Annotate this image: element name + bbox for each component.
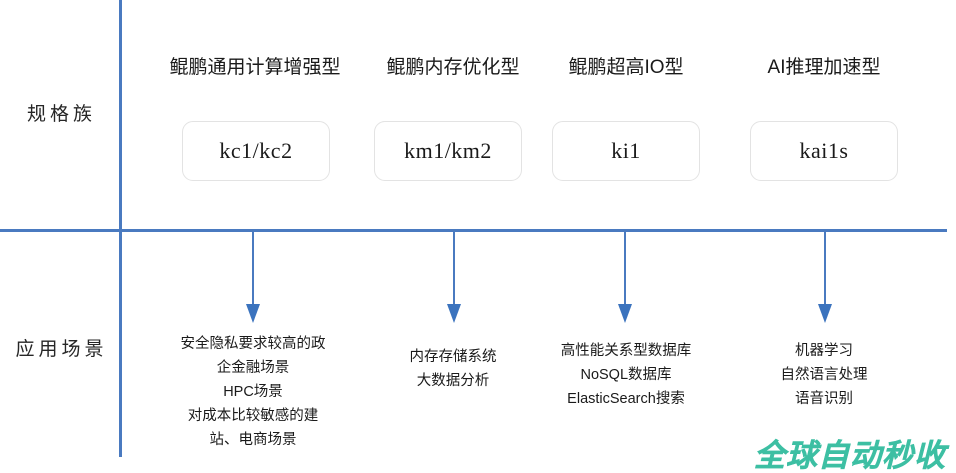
scenario-line: 大数据分析 [416,373,490,389]
scenario-block-2: 内存存储系统 大数据分析 [372,345,534,393]
column-header-1: 鲲鹏通用计算增强型 [169,57,341,78]
spec-box-label-3: ki1 [611,138,641,163]
arrow-shaft-3 [624,231,626,306]
spec-box-label-2: km1/km2 [404,138,492,163]
spec-box-label-1: kc1/kc2 [219,138,293,163]
scenario-line: 对成本比较敏感的建 [187,408,319,424]
row-label-spec-family: 规格族 [26,104,96,125]
column-header-2: 鲲鹏内存优化型 [386,57,520,78]
scenario-line: 企金融场景 [216,360,290,376]
column-header-4: AI推理加速型 [767,57,881,78]
scenario-line: 机器学习 [795,343,853,359]
vertical-divider-line [119,0,122,457]
scenario-line: HPC场景 [223,384,283,400]
arrow-shaft-1 [252,231,254,306]
spec-box-label-4: kai1s [799,138,849,163]
spec-box-3[interactable]: ki1 [552,121,700,181]
scenario-line: 自然语言处理 [780,367,868,383]
spec-box-4[interactable]: kai1s [750,121,898,181]
arrow-head-2 [447,304,461,323]
arrow-head-4 [818,304,832,323]
scenario-line: 站、电商场景 [209,432,297,448]
scenario-line: 安全隐私要求较高的政 [180,336,326,352]
arrow-head-3 [618,304,632,323]
row-label-scenario: 应用场景 [15,339,108,360]
scenario-block-3: 高性能关系型数据库 NoSQL数据库 ElasticSearch搜索 [540,339,712,411]
scenario-line: 语音识别 [795,391,853,407]
arrow-head-1 [246,304,260,323]
spec-box-1[interactable]: kc1/kc2 [182,121,330,181]
scenario-line: 内存存储系统 [409,349,497,365]
scenario-line: 高性能关系型数据库 [560,343,692,359]
column-header-3: 鲲鹏超高IO型 [568,57,684,78]
scenario-block-1: 安全隐私要求较高的政 企金融场景 HPC场景 对成本比较敏感的建 站、电商场景 [140,332,366,452]
scenario-line: NoSQL数据库 [580,367,672,383]
scenario-line: ElasticSearch搜索 [567,391,685,407]
scenario-block-4: 机器学习 自然语言处理 语音识别 [746,339,902,411]
horizontal-divider-line [0,229,947,232]
spec-box-2[interactable]: km1/km2 [374,121,522,181]
arrow-shaft-2 [453,231,455,306]
watermark-text: 全球自动秒收 [754,438,946,473]
arrow-shaft-4 [824,231,826,306]
